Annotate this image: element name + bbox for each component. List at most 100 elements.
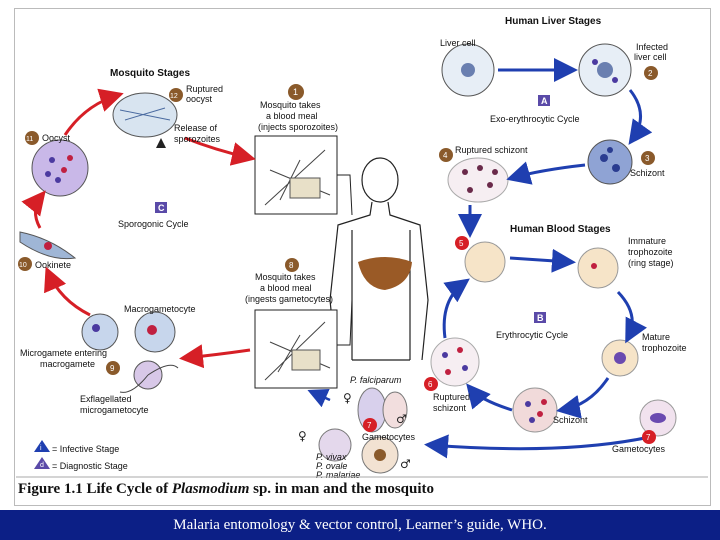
gametocytes-panel: [318, 387, 408, 474]
male-symbol-pv: ♂: [400, 457, 411, 471]
mosquito-image-top: [254, 135, 338, 215]
blue-arrows-blood: [424, 248, 647, 459]
human-silhouette: [329, 157, 429, 361]
rbc-merozoite: [464, 241, 506, 283]
svg-text:d: d: [40, 462, 44, 469]
svg-text:Schizont: Schizont: [630, 168, 665, 178]
ruptured-schizont-blood: [430, 337, 480, 387]
svg-text:1: 1: [293, 87, 298, 97]
mosquito-image-bottom: [254, 309, 338, 389]
caption-prefix: Figure 1.1 Life Cycle of: [18, 481, 172, 497]
step-4: 4 Ruptured schizont: [439, 145, 528, 162]
footer-text: Malaria entomology & vector control, Lea…: [173, 517, 547, 533]
svg-text:schizont: schizont: [433, 403, 467, 413]
release-label: Release of: [174, 123, 218, 133]
step-10: 10 Ookinete: [18, 257, 71, 271]
step-5: 5: [455, 236, 469, 250]
svg-text:liver cell: liver cell: [634, 52, 667, 62]
step-11: 11 Oocyst: [25, 131, 71, 145]
step-7b: 7: [642, 430, 656, 444]
po-label: P. ovale: [316, 461, 347, 471]
liver-cell: [441, 43, 495, 97]
svg-text:5: 5: [459, 239, 464, 248]
macrogametocyte-cell: [81, 313, 119, 351]
mature-label-2: trophozoite: [642, 343, 687, 353]
female-symbol-pv: ♀: [298, 429, 307, 443]
female-symbol-pf: ♀: [343, 391, 352, 405]
pv-label: P. vivax: [316, 452, 347, 462]
legend-infective: i = Infective Stage: [34, 440, 119, 454]
step-1: 1 Mosquito takes a blood meal (injects s…: [258, 84, 338, 132]
injection-line: [337, 174, 353, 216]
gametocytes-blood-label: Gametocytes: [612, 444, 666, 454]
step-9: 9 Microgamete entering macrogamete: [20, 348, 120, 375]
liver-stages-header: Human Liver Stages: [505, 16, 602, 27]
pm-label: P. malariae: [316, 470, 360, 480]
svg-text:Gametocytes: Gametocytes: [362, 432, 416, 442]
pf-label: P. falciparum: [350, 375, 402, 385]
step-7: 7 Gametocytes: [362, 418, 416, 442]
exflag-label-2: microgametocyte: [80, 405, 149, 415]
exflag-label: Exflagellated: [80, 394, 132, 404]
male-symbol-pf: ♂: [396, 412, 407, 426]
diagram-border: [14, 8, 711, 506]
step-2: 2 Infected liver cell: [634, 42, 668, 80]
step-6: 6 Ruptured schizont: [424, 377, 470, 413]
release-label-2: sporozoites: [174, 134, 221, 144]
svg-text:7: 7: [646, 433, 651, 442]
immature-trophozoite-cell: [577, 247, 619, 289]
schizont-blood-label: Schizont: [553, 415, 588, 425]
svg-text:Ruptured: Ruptured: [433, 392, 470, 402]
svg-text:12: 12: [170, 93, 178, 100]
release-infective-mark: [156, 138, 166, 148]
cycle-B: B Erythrocytic Cycle: [496, 312, 568, 340]
diagram-frame: Mosquito Stages Human Liver Stages Human…: [14, 8, 711, 506]
figure-caption: Figure 1.1 Life Cycle of Plasmodium sp. …: [18, 481, 708, 498]
svg-text:Erythrocytic Cycle: Erythrocytic Cycle: [496, 330, 568, 340]
step-8: 8 Mosquito takes a blood meal (ingests g…: [245, 258, 333, 304]
svg-text:(ingests gametocytes): (ingests gametocytes): [245, 294, 333, 304]
ingestion-line: [337, 299, 353, 346]
blue-arrows-liver: [458, 58, 653, 238]
svg-text:10: 10: [19, 262, 27, 269]
svg-text:Sporogonic Cycle: Sporogonic Cycle: [118, 219, 189, 229]
exflagellated-microgametocyte-cell: [119, 360, 179, 393]
svg-text:Infected: Infected: [636, 42, 668, 52]
footer-bar: Malaria entomology & vector control, Lea…: [0, 510, 720, 540]
life-cycle-diagram: Mosquito Stages Human Liver Stages Human…: [16, 16, 708, 480]
svg-text:Microgamete entering: Microgamete entering: [20, 348, 107, 358]
svg-text:oocyst: oocyst: [186, 94, 213, 104]
svg-text:8: 8: [289, 261, 294, 270]
svg-text:7: 7: [367, 421, 372, 430]
immature-label-2: trophozoite: [628, 247, 673, 257]
caption-suffix: sp. in man and the mosquito: [249, 481, 435, 497]
liver-shape: [358, 257, 412, 290]
gametocyte-blood-cell: [639, 399, 677, 437]
cycle-C: C Sporogonic Cycle: [118, 202, 189, 229]
svg-text:Oocyst: Oocyst: [42, 133, 71, 143]
blue-arrow-to-mosquito: [307, 388, 331, 408]
svg-text:a blood meal: a blood meal: [266, 111, 318, 121]
step-12: 12 Ruptured oocyst: [169, 84, 223, 104]
ruptured-oocyst-cell: [112, 92, 178, 138]
macrogametocyte-cell-2: [134, 311, 176, 353]
svg-text:i: i: [40, 445, 42, 452]
svg-text:Mosquito takes: Mosquito takes: [260, 100, 321, 110]
svg-text:B: B: [537, 313, 544, 323]
svg-text:Exo-erythrocytic Cycle: Exo-erythrocytic Cycle: [490, 114, 580, 124]
liver-cell-label: Liver cell: [440, 38, 476, 48]
mature-label: Mature: [642, 332, 670, 342]
mature-trophozoite-cell: [601, 339, 639, 377]
ookinete-cell: [19, 231, 77, 260]
legend-diagnostic: d = Diagnostic Stage: [34, 457, 128, 471]
svg-text:C: C: [158, 203, 165, 213]
caption-genus: Plasmodium: [171, 481, 250, 497]
schizont-cell: [587, 139, 633, 185]
svg-text:= Diagnostic Stage: = Diagnostic Stage: [52, 461, 128, 471]
svg-text:Ookinete: Ookinete: [35, 260, 71, 270]
red-arrows: [21, 88, 256, 369]
schizont-blood-cell: [512, 387, 558, 433]
cycle-A: A Exo-erythrocytic Cycle: [490, 95, 580, 124]
svg-text:Mosquito takes: Mosquito takes: [255, 272, 316, 282]
step-3: 3 Schizont: [630, 151, 665, 178]
